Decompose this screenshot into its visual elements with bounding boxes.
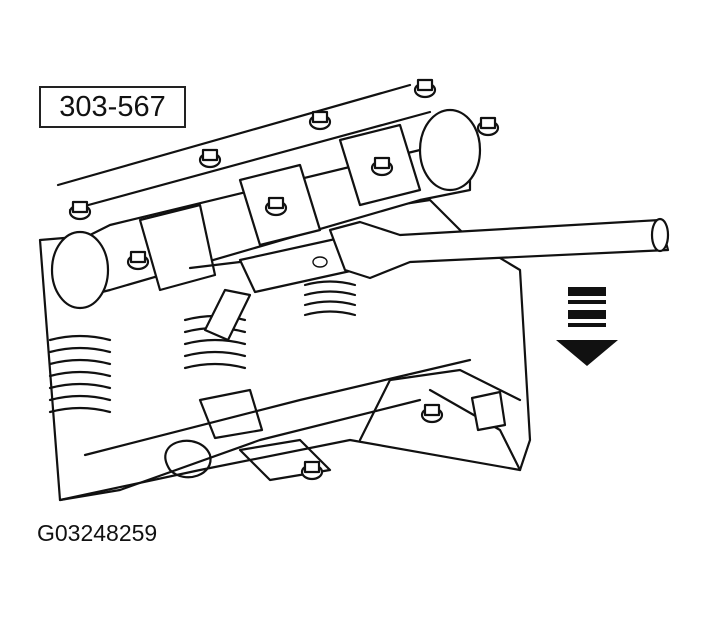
figure-id: G03248259 [37, 520, 158, 546]
down-arrow-icon [556, 287, 618, 366]
tool-number-label: 303-567 [39, 86, 186, 128]
valve-spring-compressor-tool [188, 217, 670, 342]
tool-number-text: 303-567 [59, 90, 166, 123]
camshaft [50, 108, 482, 310]
bearing-cap-bolts [68, 78, 507, 481]
